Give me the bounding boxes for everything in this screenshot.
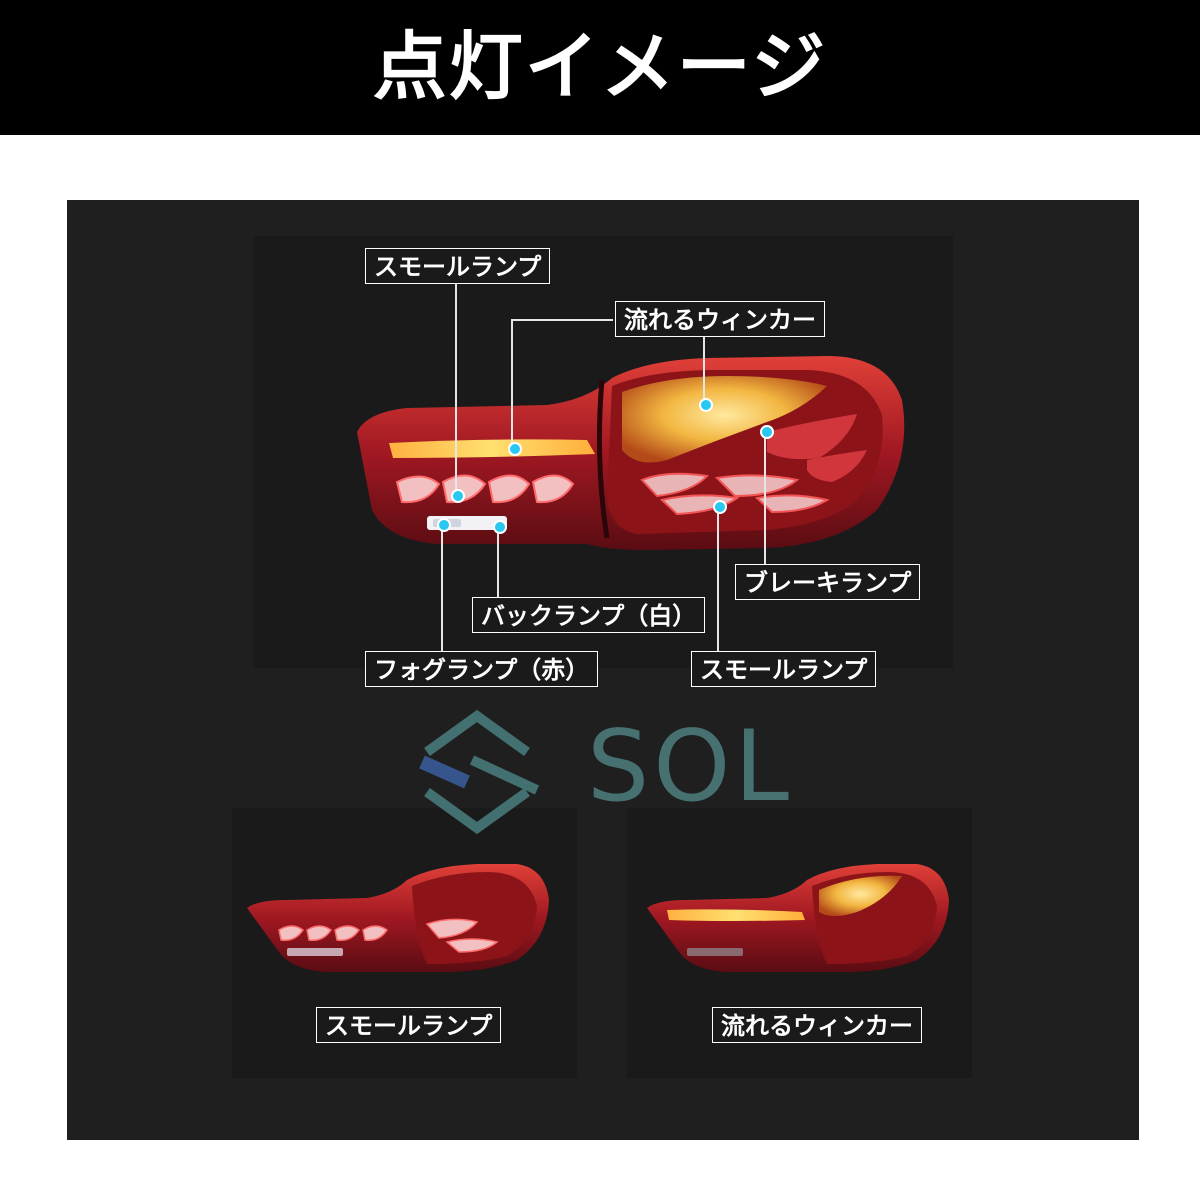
small-lamp-photo <box>247 864 549 972</box>
flowing-winker-label-top: 流れるウィンカー <box>615 301 825 337</box>
fog-lamp-label: フォグランプ（赤） <box>365 651 599 687</box>
flowing-winker-caption: 流れるウィンカー <box>712 1007 922 1043</box>
leader-line <box>703 336 705 402</box>
leader-line <box>497 526 499 610</box>
sol-logo-text: SOL <box>587 710 793 824</box>
brake-lamp-label: ブレーキランプ <box>735 564 921 600</box>
leader-line <box>717 506 719 654</box>
leader-line <box>511 319 513 447</box>
small-lamp-marker <box>451 489 465 503</box>
leader-line <box>455 282 457 492</box>
flowing-winker-photo <box>647 864 949 972</box>
header-bar: 点灯イメージ <box>0 0 1200 135</box>
brake-lamp-marker <box>760 425 774 439</box>
product-panel: スモールランプ 流れるウィンカー ブレーキランプ バックランプ（白） フォグラン… <box>67 200 1139 1140</box>
main-tail-lamp-illustration <box>357 356 905 550</box>
back-lamp-marker <box>493 520 507 534</box>
winker-strip-marker <box>508 442 522 456</box>
leader-line <box>764 430 766 580</box>
leader-line <box>511 319 613 321</box>
page-title: 点灯イメージ <box>372 24 828 110</box>
small-lamp-label-bottom: スモールランプ <box>691 651 877 687</box>
sol-logo <box>419 709 540 835</box>
sol-logo-mark <box>419 709 540 835</box>
leader-line <box>441 522 443 660</box>
fog-lamp-marker <box>437 518 451 532</box>
small-lamp-label-top: スモールランプ <box>365 248 551 284</box>
small-lamp-quarter-marker <box>713 500 727 514</box>
back-lamp-label: バックランプ（白） <box>472 597 706 633</box>
small-lamp-caption: スモールランプ <box>316 1007 502 1043</box>
winker-quarter-marker <box>699 398 713 412</box>
